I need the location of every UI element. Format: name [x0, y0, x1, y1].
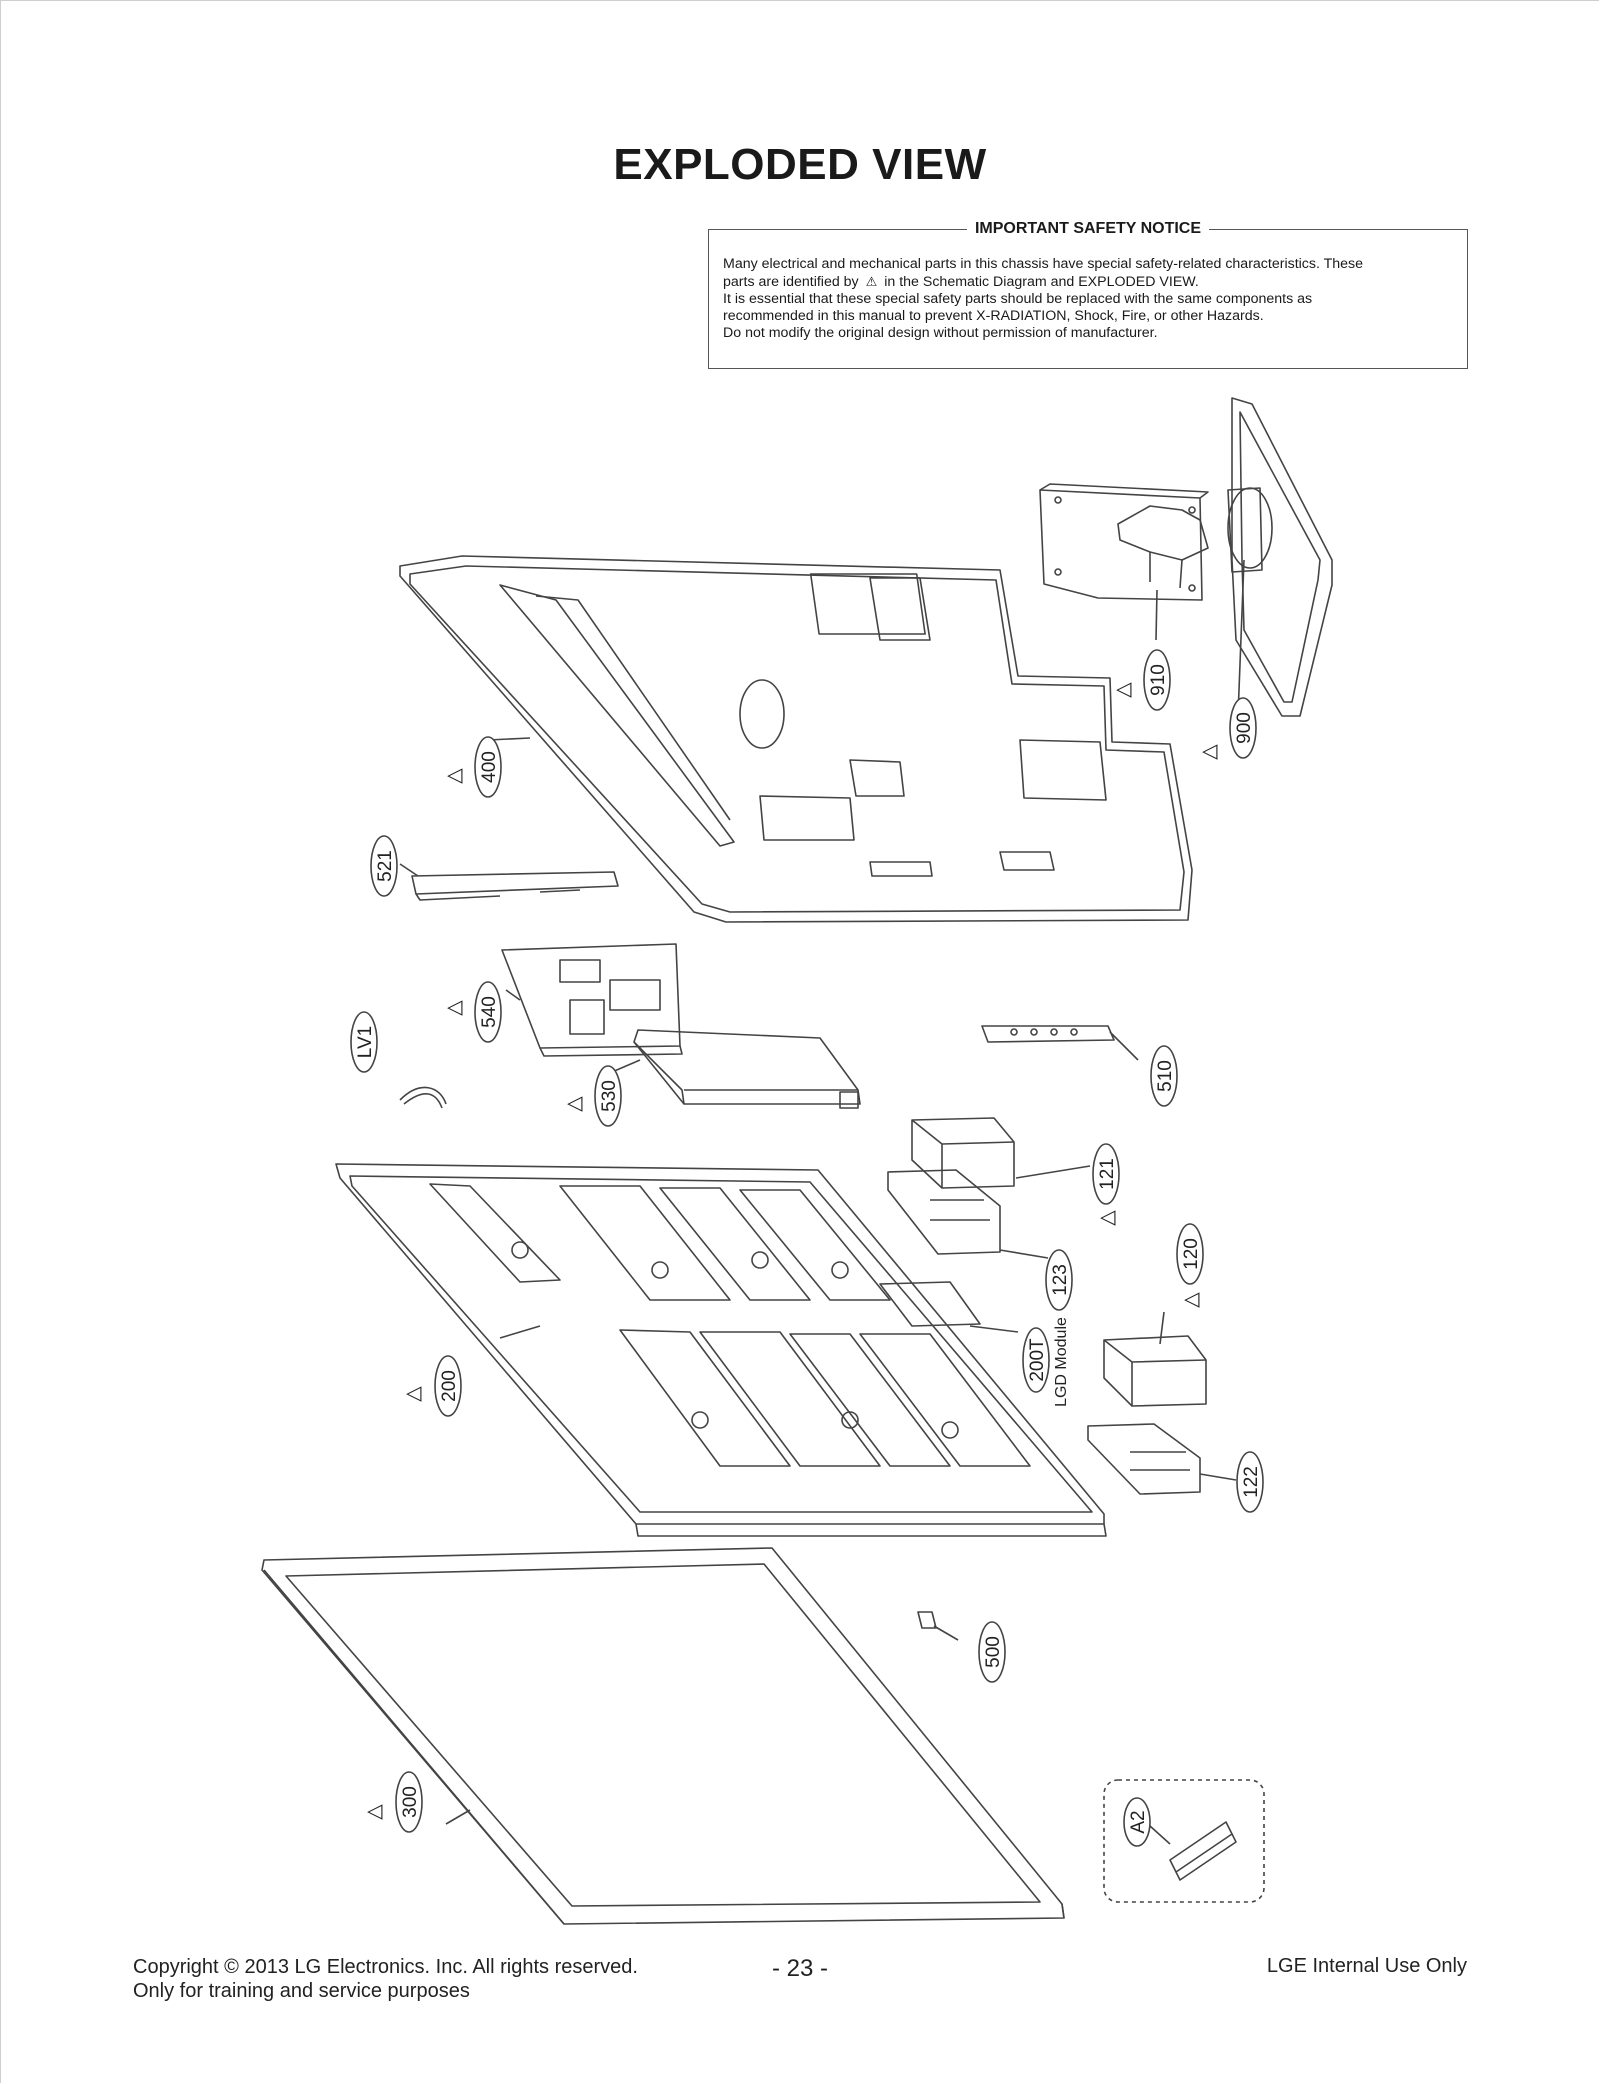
callout-ellipse-540: [474, 981, 502, 1043]
callout-ellipse-910: [1143, 649, 1171, 711]
part-number-510: 510: [1155, 1060, 1176, 1092]
callout-ellipse-900: [1229, 697, 1257, 759]
part-number-900: 900: [1234, 712, 1255, 744]
notice-line-3: It is essential that these special safet…: [723, 291, 1313, 307]
part-number-120: 120: [1181, 1238, 1202, 1270]
callout-ellipse-400: [474, 736, 502, 798]
warning-triangle-icon: △: [402, 1386, 424, 1402]
part-number-200t: 200T: [1027, 1338, 1048, 1382]
speaker-holder-123-drawing: [887, 1169, 1001, 1255]
warning-triangle-icon: △: [1180, 1292, 1202, 1308]
warning-triangle-icon: △: [1096, 1210, 1118, 1226]
part-number-530: 530: [599, 1080, 620, 1112]
key-controller-drawing: [981, 1025, 1115, 1043]
footer-copyright: Copyright © 2013 LG Electronics. Inc. Al…: [133, 1956, 638, 1978]
part-number-200: 200: [439, 1370, 460, 1402]
ir-board-drawing: [917, 1611, 937, 1629]
notice-line-4: recommended in this manual to prevent X-…: [723, 308, 1264, 324]
part-number-300: 300: [400, 1786, 421, 1818]
part-number-540: 540: [479, 996, 500, 1028]
stand-body-drawing: [1039, 483, 1209, 601]
callout-ellipse-121: [1092, 1143, 1120, 1205]
callout-ellipse-521: [370, 835, 398, 897]
warning-triangle-icon: △: [563, 1096, 585, 1112]
part-number-910: 910: [1148, 664, 1169, 696]
part-number-122: 122: [1241, 1466, 1262, 1498]
callout-ellipse-500: [978, 1621, 1006, 1683]
front-cabinet-drawing: [261, 1547, 1065, 1925]
part-number-a2: A2: [1128, 1810, 1149, 1833]
back-cover-drawing: [399, 555, 1193, 923]
notice-line-2: parts are identified by ⚠ in the Schemat…: [723, 274, 1199, 290]
callout-ellipse-200t: [1022, 1327, 1050, 1393]
part-number-121: 121: [1097, 1158, 1118, 1190]
part-number-400: 400: [479, 751, 500, 783]
callout-ellipse-510: [1150, 1045, 1178, 1107]
part-number-lv1: LV1: [355, 1026, 376, 1058]
warning-triangle-icon: △: [443, 768, 465, 784]
part-number-521: 521: [375, 850, 396, 882]
callout-ellipse-300: [395, 1771, 423, 1833]
callout-ellipse-123: [1045, 1249, 1073, 1311]
warning-triangle-icon: △: [1198, 744, 1220, 760]
warning-triangle-icon: △: [363, 1804, 385, 1820]
callout-ellipse-a2: [1123, 1797, 1151, 1847]
bracket-521-drawing: [411, 871, 619, 901]
callout-ellipse-200: [434, 1355, 462, 1417]
footer-purpose: Only for training and service purposes: [133, 1980, 470, 2002]
speaker-holder-122-drawing: [1087, 1423, 1201, 1495]
warning-triangle-icon: △: [1112, 682, 1134, 698]
callout-ellipse-lv1: [350, 1011, 378, 1073]
lcd-module-frame-drawing: [335, 1163, 1107, 1537]
notice-line-1: Many electrical and mechanical parts in …: [723, 256, 1364, 272]
stand-base-drawing: [1227, 397, 1333, 717]
page-number: - 23 -: [771, 1955, 828, 1982]
exploded-view-diagram: 900 910 400 521 540 LV1 530 510 121 123 …: [261, 397, 1333, 1925]
warning-triangle-icon: ⚠: [865, 274, 878, 289]
safety-notice-box: IMPORTANT SAFETY NOTICE Many electrical …: [708, 220, 1468, 369]
callout-ellipse-120: [1176, 1223, 1204, 1285]
lgd-module-label: LGD Module: [1053, 1317, 1070, 1407]
lv1-cable-drawing: [399, 1086, 447, 1109]
notice-line-5: Do not modify the original design withou…: [723, 325, 1158, 341]
warning-triangle-icon: △: [443, 1000, 465, 1016]
speaker-120-drawing: [1103, 1335, 1207, 1407]
power-supply-drawing: [633, 1029, 861, 1109]
part-number-123: 123: [1050, 1264, 1071, 1296]
callout-ellipse-122: [1236, 1451, 1264, 1513]
safety-notice-heading: IMPORTANT SAFETY NOTICE: [709, 220, 1467, 238]
main-board-drawing: [501, 943, 683, 1057]
accessory-a2-box: [1103, 1779, 1265, 1903]
part-number-500: 500: [983, 1636, 1004, 1668]
tcon-board-drawing: [879, 1281, 981, 1327]
page-title: EXPLODED VIEW: [613, 140, 987, 189]
speaker-121-drawing: [911, 1117, 1015, 1189]
footer-left: Copyright © 2013 LG Electronics. Inc. Al…: [133, 1955, 638, 2003]
footer-internal-use: LGE Internal Use Only: [1266, 1955, 1467, 1977]
callout-ellipse-530: [594, 1065, 622, 1127]
